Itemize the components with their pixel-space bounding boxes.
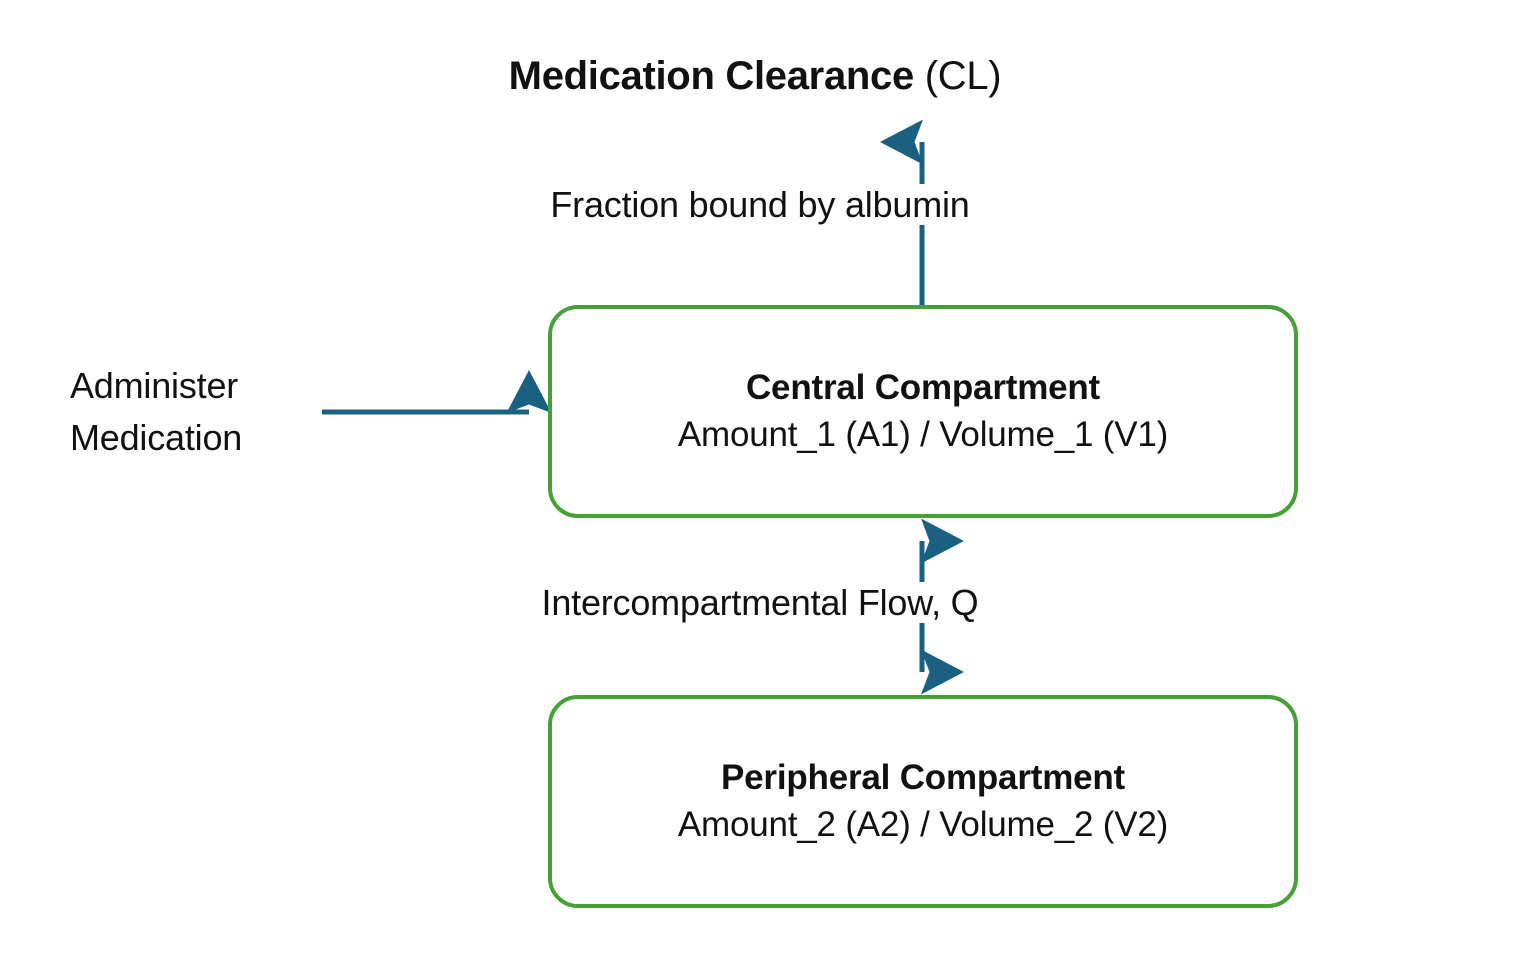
central-compartment-node[interactable]: Central Compartment Amount_1 (A1) / Volu…	[548, 305, 1298, 518]
central-compartment-subtitle: Amount_1 (A1) / Volume_1 (V1)	[677, 414, 1169, 454]
administer-label-line-2: Medication	[70, 417, 243, 459]
peripheral-compartment-title: Peripheral Compartment	[720, 757, 1126, 797]
central-compartment-title: Central Compartment	[745, 367, 1101, 407]
page-title: Medication Clearance (CL)	[0, 52, 1525, 100]
intercompartmental-flow-label-text: Intercompartmental Flow, Q	[535, 582, 985, 623]
administer-label: Administer Medication	[70, 360, 320, 464]
page-title-strong: Medication Clearance	[508, 54, 915, 98]
page-title-light: (CL)	[913, 54, 1002, 98]
intercompartmental-flow-label: Intercompartmental Flow, Q	[0, 581, 1530, 624]
administer-label-line-1: Administer	[70, 365, 239, 406]
clearance-edge-label: Fraction bound by albumin	[0, 183, 1530, 226]
peripheral-compartment-subtitle: Amount_2 (A2) / Volume_2 (V2)	[677, 804, 1169, 844]
clearance-edge-label-text: Fraction bound by albumin	[544, 184, 976, 225]
peripheral-compartment-node[interactable]: Peripheral Compartment Amount_2 (A2) / V…	[548, 695, 1298, 908]
